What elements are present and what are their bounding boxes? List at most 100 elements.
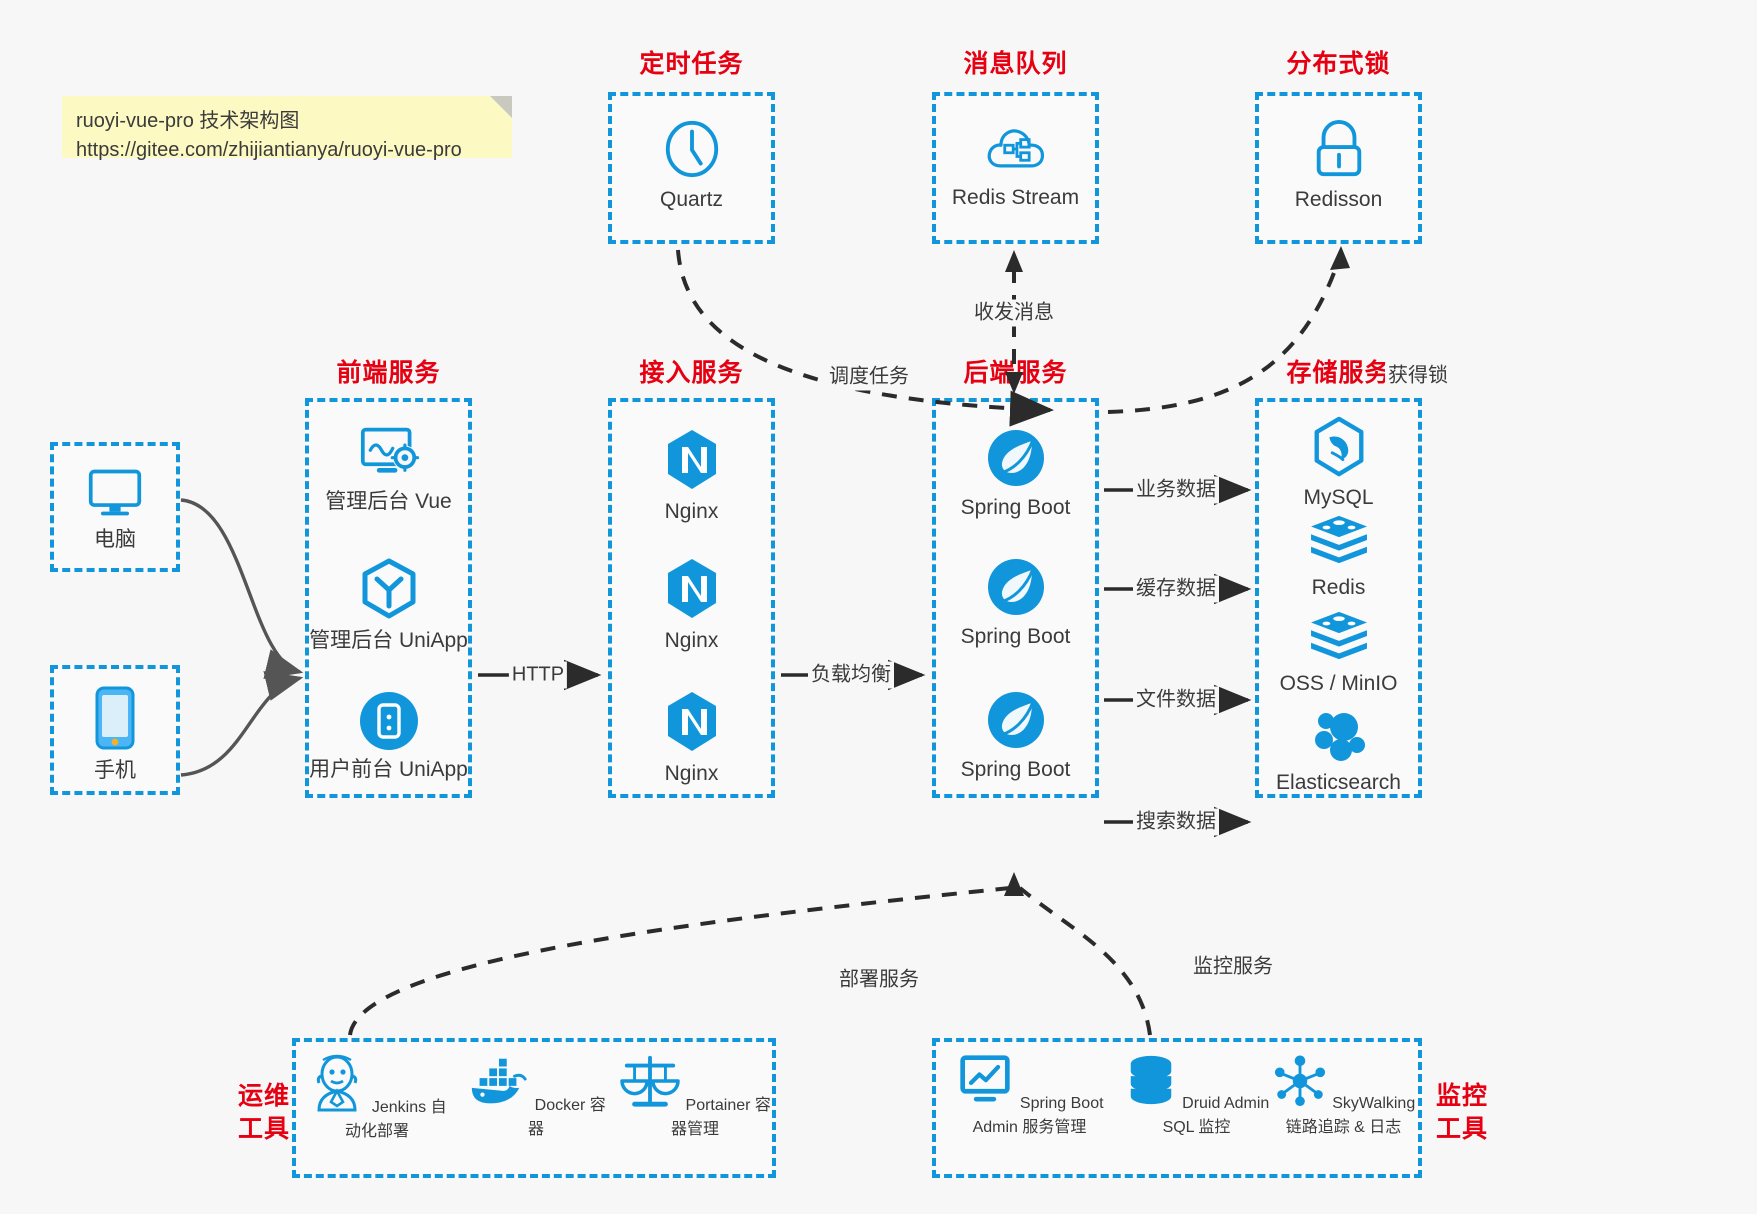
node-label: Quartz	[659, 188, 724, 211]
node-label: Spring Boot Admin	[972, 1095, 1104, 1136]
node-nginx-1[interactable]: Nginx	[612, 428, 771, 526]
edge-label-load-balance: 负载均衡	[808, 661, 894, 689]
node-sublabel: 自动化部署	[344, 1099, 447, 1140]
caption-devops-tools: 运维 工具	[234, 1080, 294, 1146]
cloud-stream-icon	[987, 129, 1044, 168]
edge-to-backend-arrowhead	[1004, 872, 1024, 896]
caption-devops-line1: 运维	[237, 1082, 290, 1110]
redis-stack-icon	[1310, 515, 1367, 564]
group-devops-tools: Jenkins 自动化部署 Docker 容器	[292, 1038, 776, 1178]
edge-deploy-service	[348, 886, 1011, 1036]
nginx-icon	[667, 430, 716, 489]
node-pc[interactable]: 电脑	[54, 464, 176, 554]
node-sublabel: 容器管理	[670, 1097, 771, 1138]
node-druid-admin[interactable]: Druid Admin SQL 监控	[1119, 1054, 1274, 1137]
database-cylinder-icon	[1130, 1055, 1171, 1105]
node-oss-minio[interactable]: OSS / MinIO	[1259, 610, 1418, 698]
note-fold-corner	[490, 96, 512, 118]
node-sublabel: SQL 监控	[1162, 1119, 1231, 1136]
node-spring-boot-1[interactable]: Spring Boot	[936, 428, 1095, 522]
node-redis[interactable]: Redis	[1259, 514, 1418, 602]
node-label: Spring Boot	[960, 496, 1071, 519]
node-mysql[interactable]: MySQL	[1259, 416, 1418, 512]
group-client-mobile: 手机	[50, 665, 180, 795]
caption-backend-service: 后端服务	[963, 359, 1068, 387]
smartphone-icon	[95, 686, 135, 750]
node-skywalking[interactable]: SkyWalking 链路追踪 & 日志	[1266, 1054, 1421, 1137]
node-user-uniapp[interactable]: 用户前台 UniApp	[309, 692, 468, 784]
node-label: Redisson	[1294, 188, 1383, 211]
edge-label-business-data: 业务数据	[1133, 476, 1219, 504]
clock-icon	[665, 120, 718, 178]
caption-monitoring-tools: 监控 工具	[1432, 1080, 1492, 1146]
node-admin-uniapp[interactable]: 管理后台 UniApp	[309, 557, 468, 655]
node-spring-boot-admin[interactable]: Spring Boot Admin 服务管理	[942, 1054, 1117, 1137]
node-label: Portainer	[685, 1097, 751, 1114]
node-sublabel: 链路追踪 & 日志	[1285, 1119, 1402, 1136]
nginx-icon	[667, 692, 716, 751]
monitor-chart-icon	[960, 1055, 1011, 1102]
mobile-app-icon	[359, 692, 418, 750]
group-monitoring-tools: Spring Boot Admin 服务管理 Druid Admin SQL 监…	[932, 1038, 1422, 1178]
caption-scheduled-task: 定时任务	[639, 50, 744, 78]
dashboard-gear-icon	[360, 427, 419, 473]
node-admin-vue[interactable]: 管理后台 Vue	[309, 424, 468, 516]
lock-icon	[1316, 120, 1361, 177]
caption-devops-line2: 工具	[237, 1115, 290, 1143]
node-portainer[interactable]: Portainer 容器管理	[618, 1054, 772, 1139]
skywalking-node-icon	[1274, 1055, 1325, 1107]
node-redis-stream[interactable]: Redis Stream	[936, 120, 1095, 212]
caption-monitoring-line2: 工具	[1435, 1115, 1488, 1143]
node-label: Redis Stream	[951, 186, 1080, 209]
sticky-note: ruoyi-vue-pro 技术架构图 https://gitee.com/zh…	[62, 96, 512, 161]
caption-distributed-lock: 分布式锁	[1286, 50, 1391, 78]
edge-label-schedule-task: 调度任务	[826, 363, 912, 391]
node-elasticsearch[interactable]: Elasticsearch	[1259, 707, 1418, 797]
desktop-monitor-icon	[88, 469, 142, 516]
node-quartz[interactable]: Quartz	[612, 118, 771, 214]
node-label: Jenkins	[371, 1099, 427, 1116]
node-label: Elasticsearch	[1276, 771, 1401, 794]
node-label: Redis	[1311, 576, 1366, 599]
node-docker[interactable]: Docker 容器	[459, 1054, 613, 1139]
node-label: 管理后台 UniApp	[309, 629, 468, 652]
node-mobile[interactable]: 手机	[54, 685, 176, 785]
node-label: Docker	[534, 1097, 586, 1114]
caption-monitoring-line1: 监控	[1435, 1082, 1488, 1110]
storage-stack-icon	[1310, 611, 1367, 660]
note-title: ruoyi-vue-pro 技术架构图	[76, 110, 300, 132]
node-label: 用户前台 UniApp	[309, 758, 468, 781]
group-distributed-lock: Redisson	[1255, 92, 1422, 244]
node-sublabel: 容器	[527, 1097, 606, 1138]
edge-label-search-data: 搜索数据	[1133, 808, 1219, 836]
caption-access-service: 接入服务	[639, 359, 744, 387]
node-label: Druid Admin	[1182, 1095, 1270, 1112]
node-nginx-3[interactable]: Nginx	[612, 690, 771, 788]
node-spring-boot-3[interactable]: Spring Boot	[936, 690, 1095, 784]
edge-send-receive-arrow-up	[1005, 250, 1023, 272]
edge-pc-to-frontend	[180, 498, 304, 679]
group-message-queue: Redis Stream	[932, 92, 1099, 244]
node-label: Spring Boot	[960, 758, 1071, 781]
node-label: OSS / MinIO	[1279, 672, 1398, 695]
node-redisson[interactable]: Redisson	[1259, 118, 1418, 214]
edge-label-http: HTTP	[508, 661, 568, 689]
spring-leaf-icon	[987, 559, 1044, 615]
node-nginx-2[interactable]: Nginx	[612, 557, 771, 655]
group-client-pc: 电脑	[50, 442, 180, 572]
node-label: Nginx	[664, 762, 719, 785]
jenkins-butler-icon	[317, 1054, 358, 1112]
node-spring-boot-2[interactable]: Spring Boot	[936, 557, 1095, 651]
edge-mobile-to-frontend	[180, 671, 304, 777]
edge-label-send-receive: 收发消息	[971, 299, 1057, 327]
group-scheduled-task: Quartz	[608, 92, 775, 244]
nginx-icon	[667, 559, 716, 618]
node-jenkins[interactable]: Jenkins 自动化部署	[300, 1054, 454, 1141]
note-url: https://gitee.com/zhijiantianya/ruoyi-vu…	[76, 139, 462, 161]
node-label: Spring Boot	[960, 625, 1071, 648]
spring-leaf-icon	[987, 692, 1044, 748]
docker-whale-icon	[472, 1058, 527, 1104]
node-label: SkyWalking	[1332, 1095, 1416, 1112]
